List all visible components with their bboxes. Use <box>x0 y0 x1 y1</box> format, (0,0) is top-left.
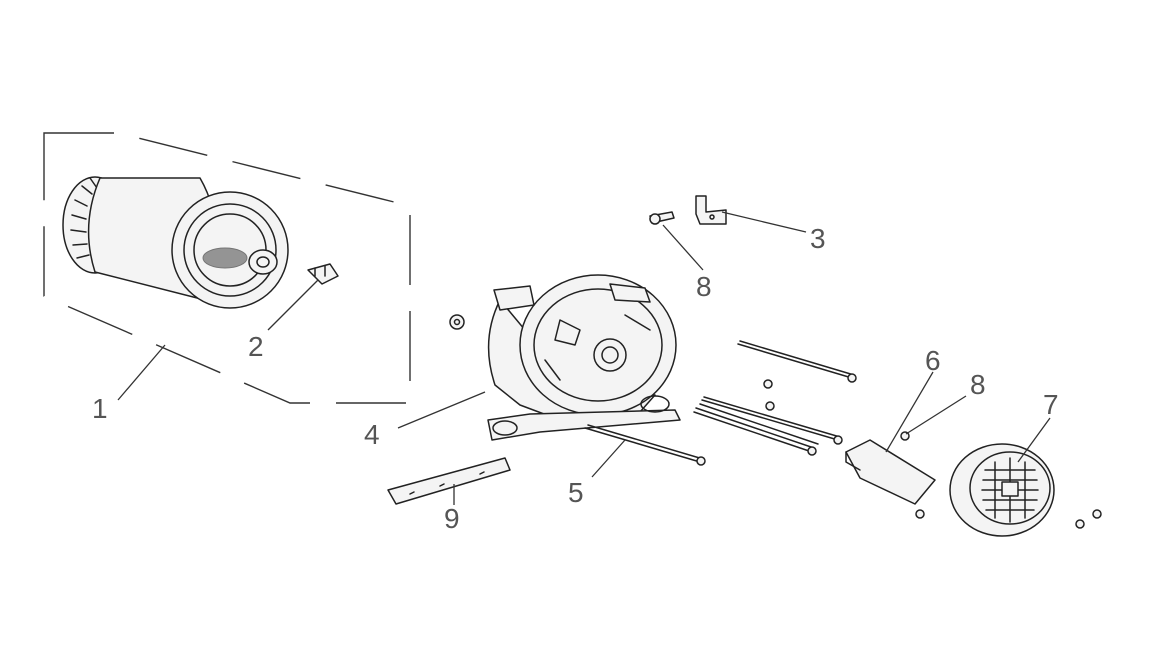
terminal-clip <box>307 263 339 285</box>
base-rail <box>387 457 511 505</box>
callout-4: 4 <box>364 419 380 450</box>
washer <box>449 314 465 330</box>
callout-6: 6 <box>925 345 941 376</box>
callout-8-top: 8 <box>696 271 712 302</box>
rotor-assembly <box>62 176 289 309</box>
callout-5: 5 <box>568 477 584 508</box>
callout-7: 7 <box>1043 389 1059 420</box>
callout-2: 2 <box>248 331 264 362</box>
mounting-bracket <box>695 195 727 225</box>
callout-1: 1 <box>92 393 108 424</box>
rotor-assembly-group-box <box>43 132 411 404</box>
callout-8-right: 8 <box>970 369 986 400</box>
fan-cover <box>949 443 1055 537</box>
callout-3: 3 <box>810 223 826 254</box>
through-bolts <box>584 340 857 466</box>
terminal-box-cover <box>845 439 936 505</box>
motor-housing <box>487 274 681 441</box>
bolt-top <box>649 211 675 225</box>
callout-9: 9 <box>444 503 460 534</box>
leader-lines <box>117 211 1051 505</box>
